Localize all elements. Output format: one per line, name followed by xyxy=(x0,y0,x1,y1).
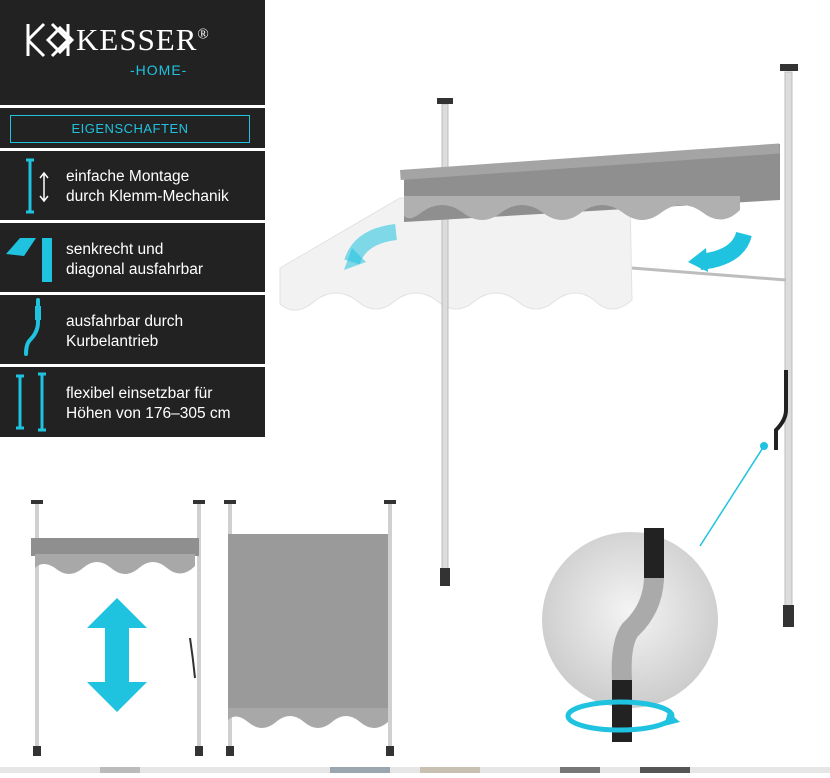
crank-icon xyxy=(24,298,41,356)
divider xyxy=(0,105,265,108)
crank-detail-zoom xyxy=(542,528,718,742)
divider xyxy=(0,148,265,151)
height-poles-icon xyxy=(16,372,46,432)
kesser-monogram-icon xyxy=(26,22,74,58)
section-title: EIGENSCHAFTEN xyxy=(10,115,250,143)
brand-name: KESSER® xyxy=(76,22,210,57)
awning-angle-icon xyxy=(6,238,52,282)
brand-tagline: -HOME- xyxy=(130,62,188,78)
awning-retracted-illustration xyxy=(31,500,205,756)
divider xyxy=(0,292,265,295)
awning-vertical-illustration xyxy=(224,500,396,756)
feature-panel: KESSER® -HOME- EIGENSCHAFTEN einfache Mo… xyxy=(0,0,265,437)
brand-logo: KESSER® -HOME- xyxy=(0,0,265,105)
thumbnail-strip xyxy=(0,760,830,773)
divider xyxy=(0,220,265,223)
clamp-mount-icon xyxy=(26,158,49,214)
awning-product-illustration xyxy=(279,64,798,627)
divider xyxy=(0,364,265,367)
